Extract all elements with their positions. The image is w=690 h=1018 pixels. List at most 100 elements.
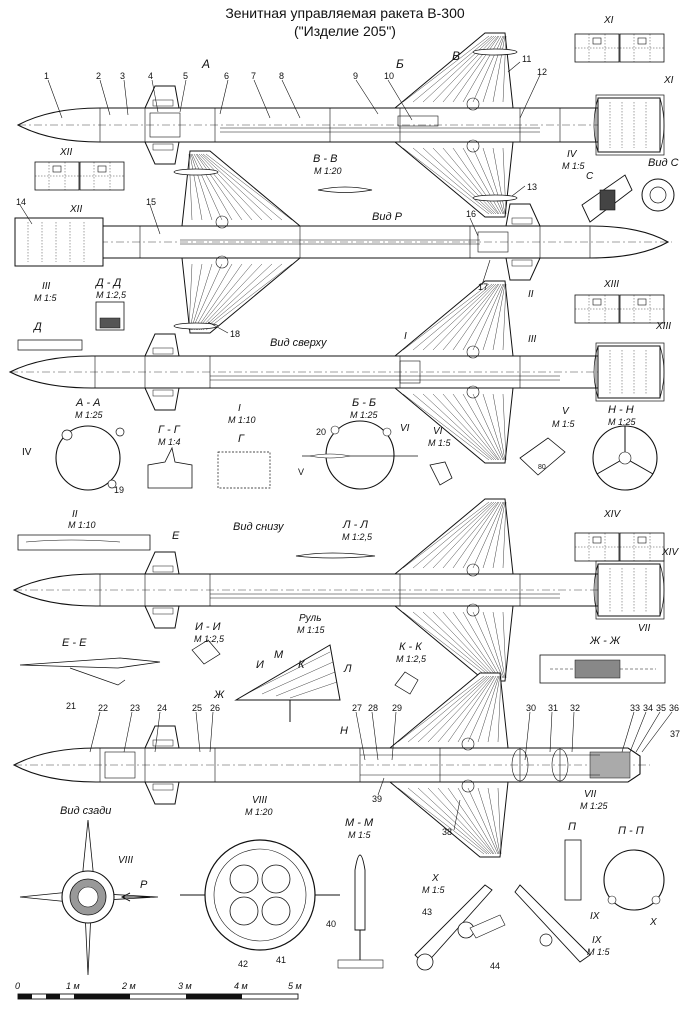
part-number-16: 16	[466, 209, 477, 219]
section-b-b-scale: М 1:20	[314, 166, 342, 176]
top-view	[8, 280, 665, 464]
section-g-g-scale: М 1:4	[158, 437, 181, 447]
callout-ii-top: II	[528, 289, 534, 300]
section-k-k-name: К - К	[399, 641, 422, 653]
part-number-29: 29	[392, 703, 403, 713]
section-zh-zh-name: Ж - Ж	[590, 635, 620, 647]
part-number-32: 32	[570, 703, 581, 713]
part-number-23: 23	[130, 703, 141, 713]
part-number-14: 14	[16, 197, 27, 207]
cut-mark-a: А	[202, 57, 211, 71]
part-number-18: 18	[230, 329, 241, 339]
part-number-38: 38	[442, 827, 453, 837]
scale-label-3: 3 м	[178, 981, 192, 991]
callout-xi-detail: XI	[604, 15, 614, 26]
part-number-8: 8	[279, 71, 285, 81]
part-number-7: 7	[251, 71, 257, 81]
detail-viii-name: VIII	[252, 795, 268, 806]
callout-vii-view: VII	[638, 623, 651, 634]
callout-v-section: V	[298, 467, 305, 477]
callout-ix: IX	[590, 911, 600, 922]
detail-mark-80: 80	[538, 464, 546, 471]
detail-ii-name: II	[72, 509, 78, 520]
detail-i-scale: М 1:10	[228, 415, 256, 425]
cutaway-view	[12, 672, 650, 858]
part-number-43: 43	[422, 907, 433, 917]
view-rear-title: Вид сзади	[60, 805, 112, 817]
scale-label-0: 0	[15, 981, 21, 991]
part-number-27: 27	[352, 703, 363, 713]
callout-vi-section: VI	[400, 423, 410, 434]
detail-ix-name: IX	[592, 935, 602, 946]
part-number-11: 11	[522, 54, 532, 64]
detail-x-scale: М 1:5	[422, 885, 445, 895]
detail-i-name: I	[238, 403, 241, 414]
part-number-36: 36	[669, 703, 680, 713]
cut-mark-k: К	[298, 659, 305, 671]
cut-mark-d: Д	[34, 321, 42, 333]
callout-xiii-detail: XIII	[604, 279, 620, 290]
part-number-10: 10	[384, 71, 395, 81]
callout-iii-top: III	[528, 334, 537, 345]
detail-v-name: V	[562, 406, 569, 417]
view-r-title: Вид Р	[372, 211, 402, 223]
cut-mark-v: В	[452, 49, 461, 63]
section-b-b-name: В - В	[313, 153, 338, 165]
detail-iii-scale: М 1:5	[34, 293, 57, 303]
part-number-3: 3	[120, 71, 126, 81]
section-bb-name: Б - Б	[352, 397, 377, 409]
view-c-arrow-label: С	[586, 171, 594, 182]
section-l-l-name: Л - Л	[343, 519, 368, 531]
part-number-37: 37	[670, 729, 681, 739]
part-number-33: 33	[630, 703, 641, 713]
section-n-n-scale: М 1:25	[608, 417, 636, 427]
part-number-2: 2	[96, 71, 102, 81]
view-bottom-title: Вид снизу	[233, 521, 284, 533]
part-number-42: 42	[238, 959, 249, 969]
callout-xiii-view: XIII	[656, 321, 672, 332]
detail-iv-scale: М 1:5	[562, 161, 585, 171]
part-number-5: 5	[183, 71, 189, 81]
view-top-title: Вид сверху	[270, 337, 327, 349]
part-number-21: 21	[66, 701, 77, 711]
callout-xii-view: XII	[70, 204, 83, 215]
section-e-e-name: Е - Е	[62, 637, 87, 649]
rear-view	[19, 819, 159, 976]
detail-iii-name: III	[42, 281, 51, 292]
section-i-i-name: И - И	[195, 621, 221, 633]
cut-mark-zh: Ж	[214, 689, 225, 701]
part-number-20: 20	[316, 427, 327, 437]
part-number-15: 15	[146, 197, 157, 207]
part-number-44: 44	[490, 961, 501, 971]
section-g-g-name: Г - Г	[158, 424, 180, 436]
scale-label-4: 4 м	[234, 981, 248, 991]
detail-iv-name: IV	[567, 149, 577, 160]
section-p-p-name: П - П	[618, 825, 644, 837]
part-number-19: 19	[114, 485, 125, 495]
detail-vii-name: VII	[584, 789, 597, 800]
callout-xiv-view: XIV	[662, 547, 679, 558]
part-number-25: 25	[192, 703, 203, 713]
part-number-24: 24	[157, 703, 168, 713]
section-bb-scale: М 1:25	[350, 410, 378, 420]
cut-mark-i: И	[256, 659, 264, 671]
scale-bar	[17, 993, 299, 1000]
section-k-k-scale: М 1:2,5	[396, 654, 427, 664]
section-d-d-scale: М 1:2,5	[96, 290, 127, 300]
part-number-4: 4	[148, 71, 154, 81]
section-d-d-name: Д - Д	[96, 277, 122, 289]
section-i-i-scale: М 1:2,5	[194, 634, 225, 644]
section-m-m-scale: М 1:5	[348, 830, 371, 840]
part-number-12: 12	[537, 67, 548, 77]
part-number-17: 17	[478, 282, 489, 292]
cut-mark-p: П	[568, 821, 576, 833]
scale-label-1: 1 м	[66, 981, 80, 991]
callout-xiv-detail: XIV	[604, 509, 621, 520]
callout-viii-rear: VIII	[118, 855, 134, 866]
section-n-n-name: Н - Н	[608, 404, 634, 416]
part-number-35: 35	[656, 703, 667, 713]
cut-mark-e: Е	[172, 530, 180, 542]
part-number-26: 26	[210, 703, 221, 713]
